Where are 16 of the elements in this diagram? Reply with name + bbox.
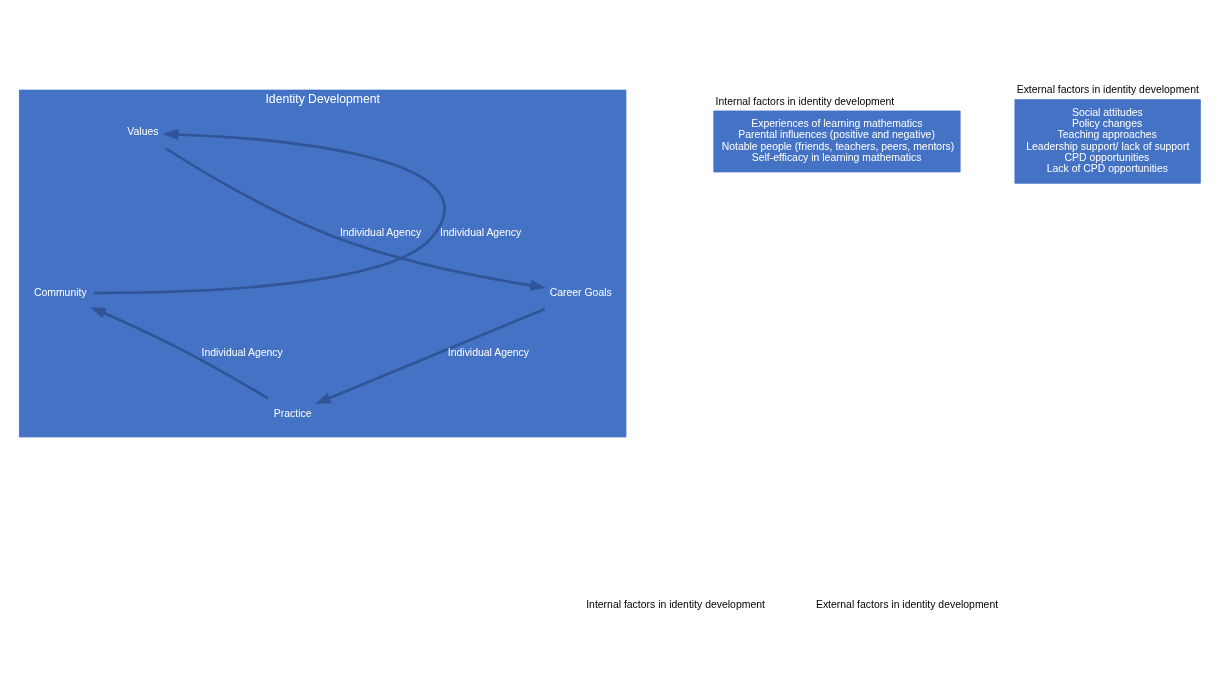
node-text: Values [127, 125, 159, 137]
edge-label: Individual Agency [447, 346, 530, 358]
label: External factors in identity development [815, 598, 999, 610]
edge-label: Individual Agency [439, 226, 522, 238]
arrow [315, 307, 546, 404]
node-text: Community [33, 286, 87, 298]
node-text: Practice [273, 407, 312, 419]
arrow [90, 306, 269, 400]
edge-label: Individual Agency [201, 346, 283, 358]
node-label: Internal factors in identity development [715, 95, 895, 107]
arrow [93, 128, 445, 294]
edge-label: Individual Agency [339, 226, 422, 238]
arrow [165, 146, 546, 291]
node-label: External factors in identity development [1016, 83, 1199, 95]
node-text: Career Goals [549, 286, 612, 298]
label: Internal factors in identity development [586, 598, 765, 610]
